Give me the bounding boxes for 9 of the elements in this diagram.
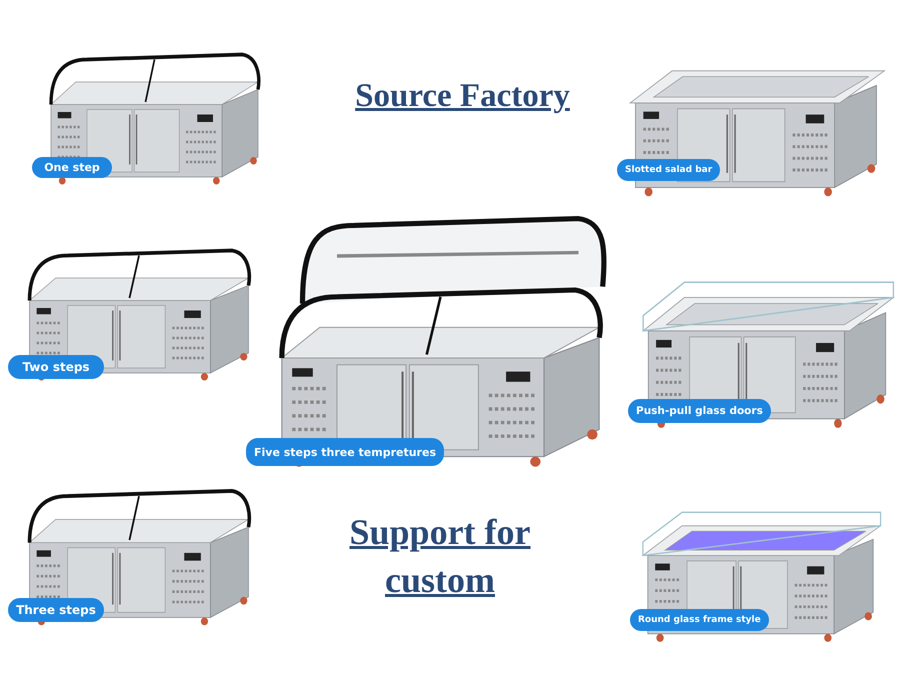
title: Source Factory <box>354 78 571 115</box>
caption-pill: Round glass frame style <box>630 609 769 631</box>
caption-pill: Three steps <box>8 598 104 622</box>
caption-pill: One step <box>32 157 112 178</box>
caption-pill: Push-pull glass doors <box>628 399 771 423</box>
heading-text: Support for custom <box>348 511 532 602</box>
caption-pill: Two steps <box>8 355 104 379</box>
caption-pill: Slotted salad bar <box>617 159 720 181</box>
caption-pill: Five steps three tempretures <box>246 438 444 466</box>
